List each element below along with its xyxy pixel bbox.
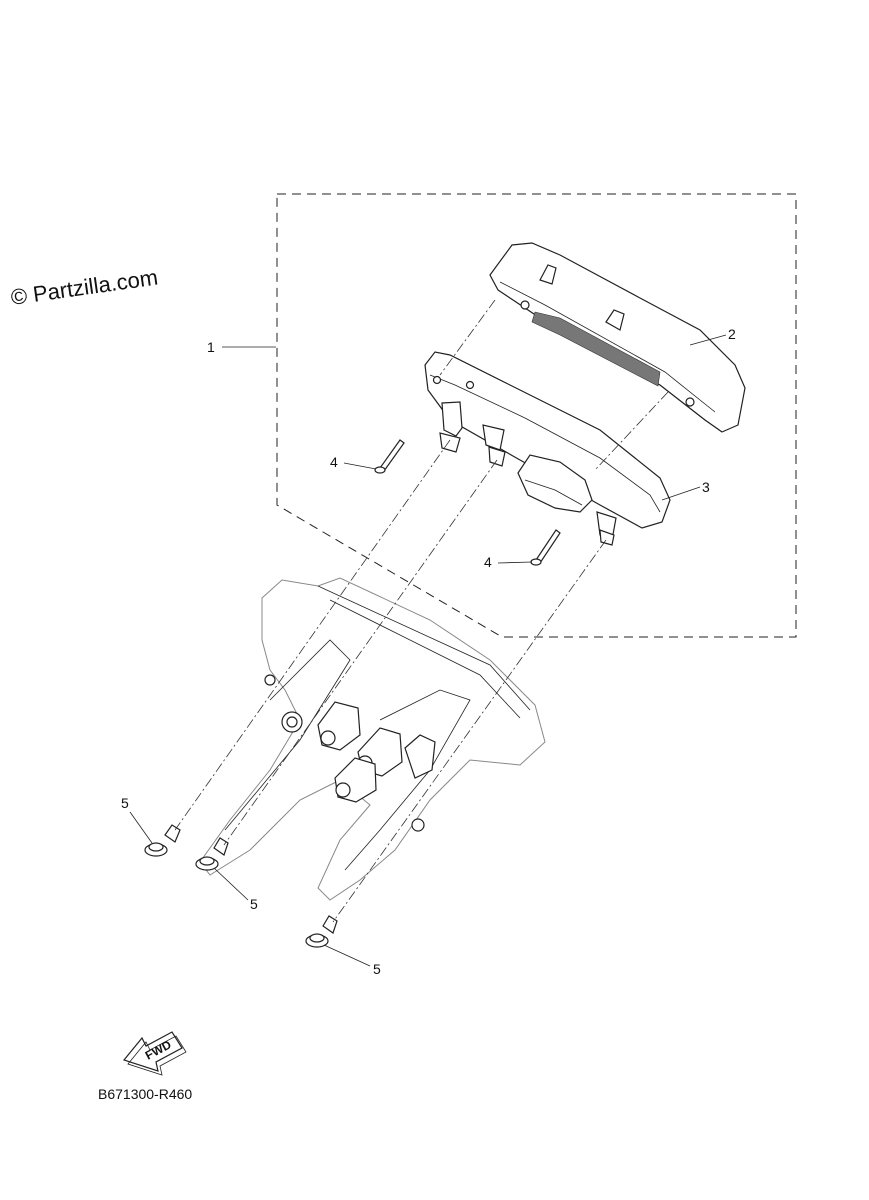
bolt-5a[interactable]	[144, 824, 181, 857]
partzilla-watermark: © Partzilla.com	[9, 265, 159, 310]
svg-text:5: 5	[250, 896, 258, 912]
screw-4b[interactable]	[530, 529, 561, 566]
svg-text:5: 5	[121, 795, 129, 811]
callout-1: 1	[207, 339, 276, 355]
callout-5a: 5	[121, 795, 153, 844]
meter-case-part[interactable]	[424, 351, 671, 546]
bolt-5b[interactable]	[195, 837, 229, 871]
callout-4a: 4	[330, 454, 377, 470]
svg-text:1: 1	[207, 339, 215, 355]
assembly-boundary	[276, 193, 797, 638]
callout-3: 3	[661, 479, 710, 501]
svg-text:4: 4	[484, 554, 492, 570]
meter-cover-part[interactable]	[489, 242, 746, 433]
fwd-arrow-icon: FWD	[122, 1031, 187, 1076]
svg-text:2: 2	[728, 326, 736, 342]
svg-text:3: 3	[702, 479, 710, 495]
callout-5c: 5	[323, 944, 381, 977]
callout-4b: 4	[484, 554, 533, 570]
callout-2: 2	[689, 326, 736, 346]
callout-5b: 5	[213, 867, 258, 912]
meter-bracket-part[interactable]	[199, 577, 546, 901]
svg-text:5: 5	[373, 961, 381, 977]
bolt-5c[interactable]	[305, 915, 338, 948]
svg-text:4: 4	[330, 454, 338, 470]
diagram-code: B671300-R460	[98, 1086, 192, 1102]
screw-4a[interactable]	[374, 439, 405, 474]
assembly-center-lines	[174, 299, 669, 923]
